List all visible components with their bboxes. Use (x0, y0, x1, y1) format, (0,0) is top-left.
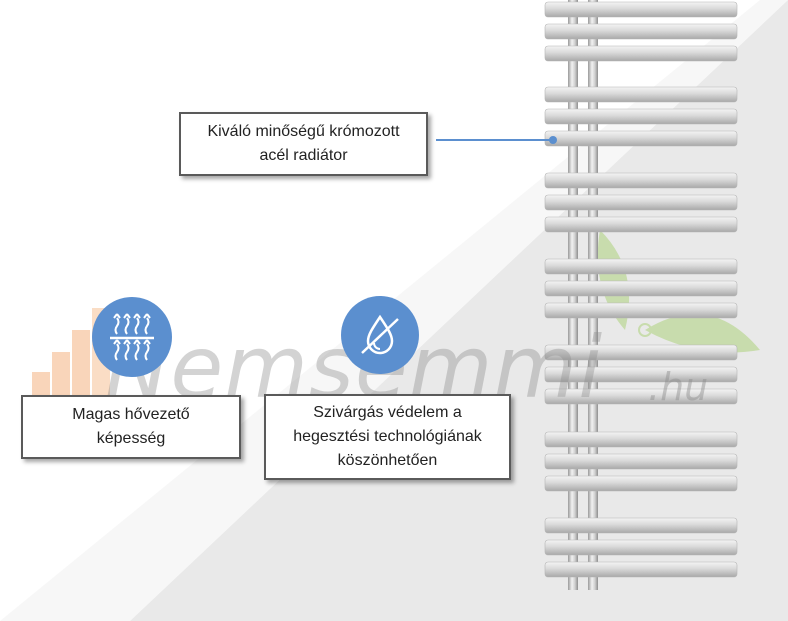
callout-leak-protection: Szivárgás védelem a hegesztési technológ… (264, 394, 511, 480)
radiator-bar (544, 388, 738, 405)
heat-conduction-icon (92, 297, 172, 377)
radiator-bar (544, 366, 738, 383)
callout-heat-conduction: Magas hővezető képesség (21, 395, 241, 459)
callout-text-line: Kiváló minőségű krómozott (207, 123, 400, 140)
callout-text-line: képesség (96, 430, 166, 447)
no-leak-drop-icon (341, 296, 419, 374)
callout-text-line: Szivárgás védelem a (313, 404, 462, 421)
radiator-bar (544, 108, 738, 125)
radiator-bar (544, 45, 738, 62)
radiator-bar (544, 258, 738, 275)
radiator-bar (544, 539, 738, 556)
radiator-bar (544, 431, 738, 448)
radiator-bar (544, 453, 738, 470)
radiator-bar (544, 194, 738, 211)
radiator-bar (544, 475, 738, 492)
callout-text-line: Magas hővezető (72, 406, 190, 423)
pointer-dot (549, 136, 557, 144)
radiator (544, 0, 738, 590)
radiator-bar (544, 86, 738, 103)
radiator-bar (544, 1, 738, 18)
callout-text-line: köszönhetően (337, 452, 438, 469)
radiator-bar (544, 344, 738, 361)
radiator-bar (544, 23, 738, 40)
radiator-bar (544, 280, 738, 297)
radiator-bar (544, 302, 738, 319)
callout-text-line: hegesztési technológiának (293, 428, 482, 445)
radiator-bar (544, 216, 738, 233)
callout-text-line: acél radiátor (259, 147, 348, 164)
radiator-bar (544, 517, 738, 534)
callout-chrome-steel: Kiváló minőségű krómozott acél radiátor (179, 112, 428, 176)
radiator-bar (544, 172, 738, 189)
radiator-bar (544, 561, 738, 578)
radiator-bar (544, 130, 738, 147)
